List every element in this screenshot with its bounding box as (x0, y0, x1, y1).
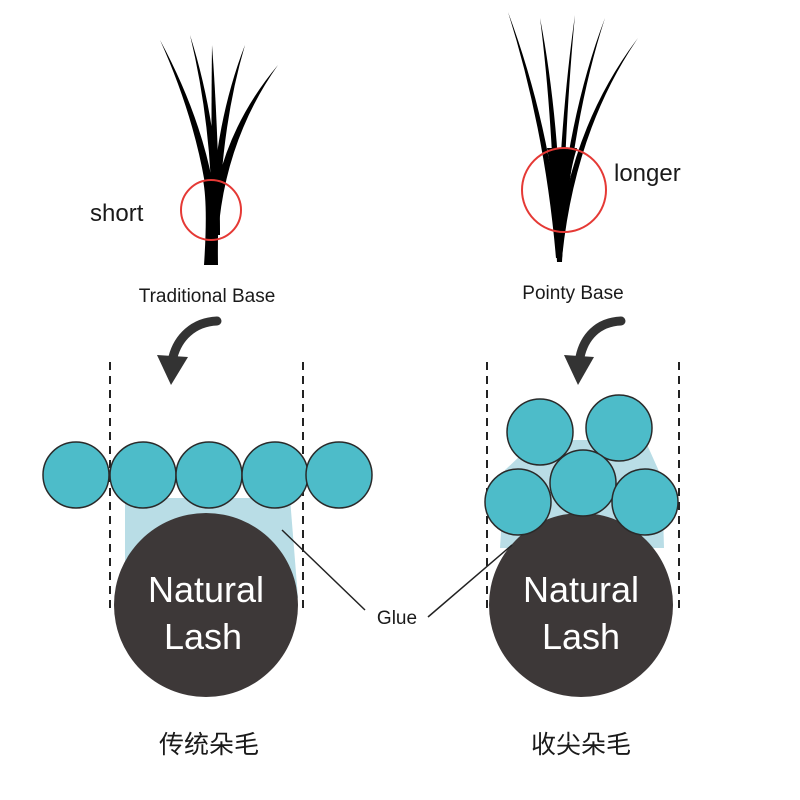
traditional-base-label: Traditional Base (139, 286, 276, 307)
left-natural-lash-text-line1: Natural (148, 569, 264, 610)
right-caption: 收尖朵毛 (531, 730, 631, 759)
bead (175, 441, 243, 509)
right-natural-lash-text-line2: Lash (542, 616, 620, 657)
glue-pointers (281, 529, 513, 618)
bead (585, 394, 653, 462)
left-natural-lash-text-line2: Lash (164, 616, 242, 657)
bead (549, 449, 617, 517)
bead (42, 441, 110, 509)
bead (109, 441, 177, 509)
right-curved-arrow-icon (564, 316, 626, 385)
short-label: short (90, 200, 144, 227)
bead (506, 398, 574, 466)
left-natural-lash (114, 513, 298, 697)
bead (484, 468, 552, 536)
short-highlight-circle (180, 179, 242, 241)
bead (611, 468, 679, 536)
right-natural-lash-text-line1: Natural (523, 569, 639, 610)
longer-highlight-circle (521, 147, 607, 233)
pointy-fan (508, 12, 638, 262)
longer-label: longer (614, 160, 681, 187)
traditional-base-beads (42, 441, 373, 509)
bead (241, 441, 309, 509)
pointy-base-beads (484, 394, 679, 536)
traditional-fan (160, 35, 278, 265)
pointy-base-label: Pointy Base (522, 283, 623, 304)
left-curved-arrow-icon (157, 316, 222, 385)
bead (305, 441, 373, 509)
left-caption: 传统朵毛 (159, 730, 259, 759)
right-natural-lash (489, 513, 673, 697)
glue-label: Glue (377, 608, 417, 629)
